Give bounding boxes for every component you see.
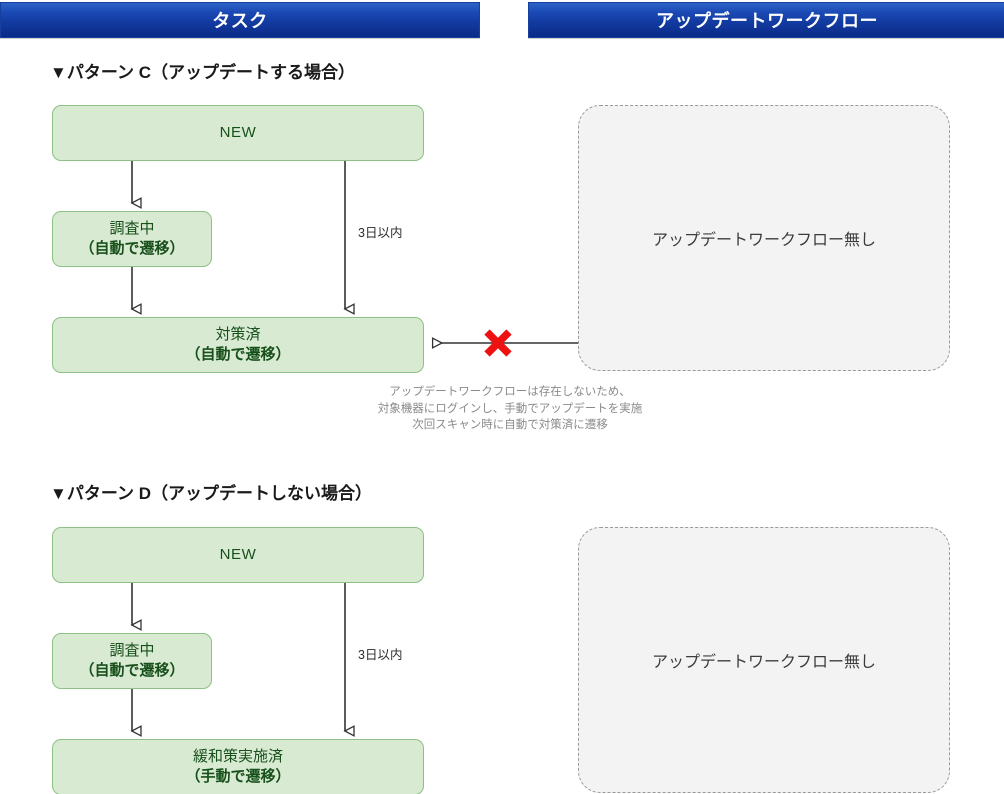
pattern-c-state-investigating: 調査中 （自動で遷移） <box>52 211 212 267</box>
pattern-d-state-investigating-line1: 調査中 <box>109 641 155 659</box>
red-x-icon <box>484 329 512 357</box>
pattern-c-state-new: NEW <box>52 105 424 161</box>
header-banner-workflow-label: アップデートワークフロー <box>656 11 878 31</box>
pattern-c-edge-label-3days: 3日以内 <box>358 226 403 240</box>
pattern-c-workflow-panel: アップデートワークフロー無し <box>578 105 950 371</box>
header-banner-task: タスク <box>0 2 480 38</box>
pattern-c-annotation-line-3: 次回スキャン時に自動で対策済に遷移 <box>412 419 608 432</box>
pattern-d-state-result-line2: （手動で遷移） <box>185 768 291 785</box>
pattern-c-state-investigating-line1: 調査中 <box>109 219 155 237</box>
pattern-c-state-new-label: NEW <box>219 123 257 141</box>
pattern-c-workflow-panel-label: アップデートワークフロー無し <box>651 232 876 249</box>
pattern-d-state-result-line1: 緩和策実施済 <box>192 747 283 765</box>
pattern-d-state-new: NEW <box>52 527 424 583</box>
pattern-c-annotation-line-1: アップデートワークフローは存在しないため、 <box>389 386 631 398</box>
pattern-c-state-result-line2: （自動で遷移） <box>185 346 291 363</box>
pattern-d-workflow-panel: アップデートワークフロー無し <box>578 527 950 793</box>
pattern-d-workflow-panel-label: アップデートワークフロー無し <box>651 654 876 671</box>
pattern-d-state-result: 緩和策実施済 （手動で遷移） <box>52 739 424 794</box>
pattern-d-state-investigating-line2: （自動で遷移） <box>79 662 185 679</box>
pattern-c-state-result-line1: 対策済 <box>215 325 261 343</box>
pattern-c-annotation-note: アップデートワークフローは存在しないため、 対象機器にログインし、手動でアップデ… <box>332 384 688 434</box>
pattern-d-state-new-label: NEW <box>219 545 257 563</box>
pattern-c-title: ▼パターン C（アップデートする場合） <box>50 63 355 82</box>
pattern-d-title: ▼パターン D（アップデートしない場合） <box>50 484 372 503</box>
pattern-c-state-result: 対策済 （自動で遷移） <box>52 317 424 373</box>
header-banner-task-label: タスク <box>212 11 268 31</box>
pattern-d-edge-label-3days: 3日以内 <box>358 648 403 662</box>
pattern-c-state-investigating-line2: （自動で遷移） <box>79 240 185 257</box>
pattern-c-annotation-line-2: 対象機器にログインし、手動でアップデートを実施 <box>377 402 643 415</box>
header-banner-workflow: アップデートワークフロー <box>528 2 1004 38</box>
pattern-d-state-investigating: 調査中 （自動で遷移） <box>52 633 212 689</box>
